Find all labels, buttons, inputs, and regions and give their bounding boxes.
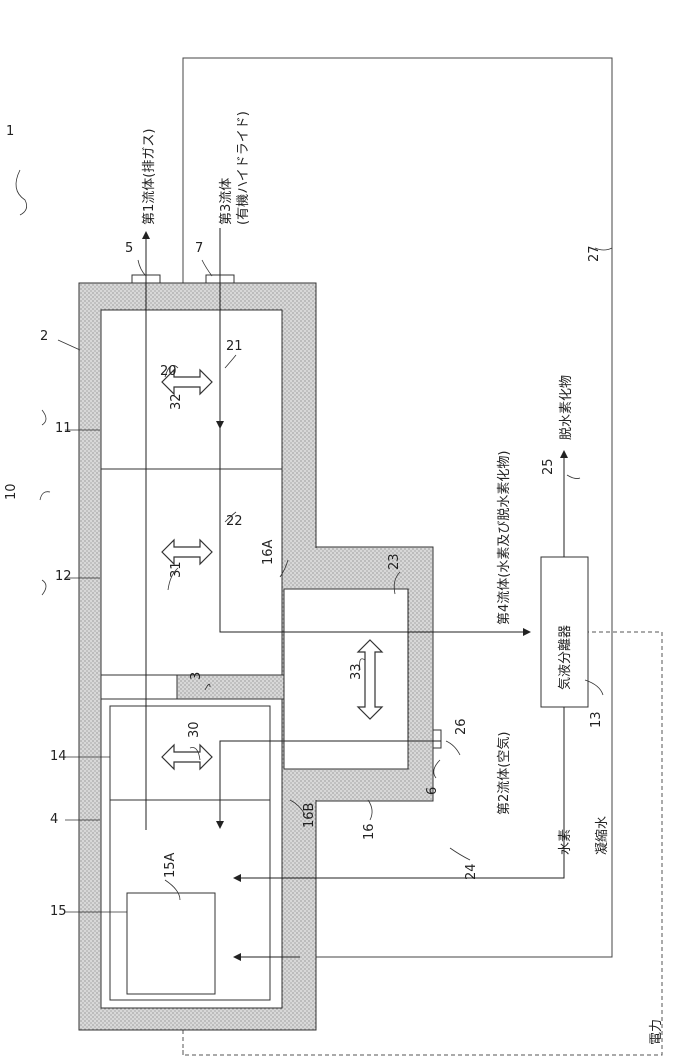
label-dehydro: 脱水素化物 — [559, 375, 574, 440]
ref-33: 33 — [349, 663, 364, 680]
ref-11: 11 — [55, 421, 72, 436]
label-fluid2: 第2流体(空気) — [496, 732, 512, 815]
ref-15a: 15A — [163, 852, 178, 878]
ref-1: 1 — [6, 124, 14, 139]
component-15a — [127, 893, 215, 994]
reactor-cavity — [101, 310, 282, 675]
label-fluid3-b: (有機ハイドライド) — [236, 111, 251, 225]
ref-21: 21 — [226, 339, 243, 354]
ref-5: 5 — [125, 241, 133, 256]
ref-15: 15 — [50, 904, 67, 919]
ref-22: 22 — [226, 514, 243, 529]
partition-3 — [101, 675, 177, 699]
ref-25: 25 — [541, 458, 556, 475]
ref-27: 27 — [587, 245, 602, 262]
ref-2: 2 — [40, 329, 48, 344]
ref-16: 16 — [362, 823, 377, 840]
ref-31: 31 — [169, 561, 184, 578]
ref-20: 20 — [160, 364, 177, 379]
label-condensate: 凝縮水 — [594, 816, 610, 855]
ref-26: 26 — [454, 718, 469, 735]
ref-24: 24 — [464, 863, 479, 880]
ref-10: 10 — [4, 483, 19, 500]
ref-12: 12 — [55, 569, 72, 584]
heat-exchanger-16 — [284, 589, 408, 769]
label-fluid4: 第4流体(水素及び脱水素化物) — [497, 451, 512, 625]
ref-13: 13 — [589, 711, 604, 728]
ref-7: 7 — [195, 241, 203, 256]
ref-32: 32 — [169, 393, 184, 410]
label-hydrogen: 水素 — [558, 829, 573, 855]
ref-14: 14 — [50, 749, 67, 764]
ref-16a: 16A — [261, 539, 276, 565]
ref-6: 6 — [425, 787, 440, 795]
ref-3: 3 — [189, 672, 204, 680]
port-6 — [433, 730, 441, 748]
label-power: 電力 — [649, 1019, 664, 1045]
label-fluid3-a: 第3流体 — [219, 178, 234, 225]
label-separator: 気液分離器 — [557, 625, 573, 690]
ref-16b: 16B — [302, 803, 317, 828]
label-fluid1: 第1流体(排ガス) — [142, 129, 157, 225]
ref-23: 23 — [387, 553, 402, 570]
ref-30: 30 — [187, 721, 202, 738]
ref-4: 4 — [50, 812, 58, 827]
